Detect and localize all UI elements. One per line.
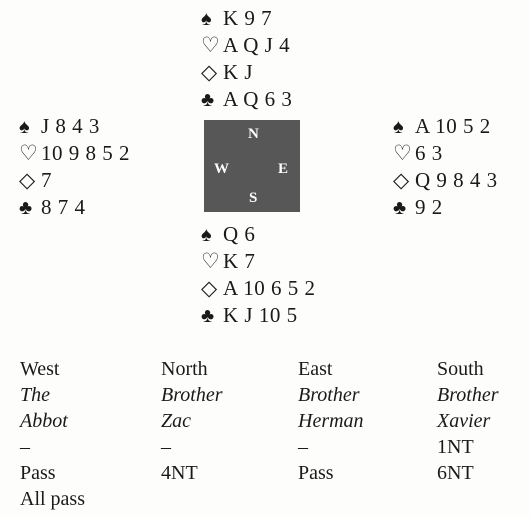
east-spades: ♠ A 10 5 2 — [393, 113, 498, 140]
east-hearts: ♡6 3 — [393, 140, 498, 167]
bid-cell — [298, 486, 437, 512]
club-icon: ♣ — [19, 197, 33, 219]
player-north-line1: Brother — [161, 384, 223, 406]
compass-east: E — [278, 161, 289, 177]
bid-cell: 4NT — [161, 462, 198, 484]
bid-cell: All pass — [20, 488, 85, 510]
bid-cell — [161, 486, 298, 512]
north-clubs-cards: A Q 6 3 — [223, 87, 293, 111]
north-hearts: ♡A Q J 4 — [201, 32, 292, 59]
west-clubs: ♣ 8 7 4 — [19, 194, 130, 221]
south-hearts: ♡K 7 — [201, 248, 316, 275]
spade-icon: ♠ — [201, 224, 213, 246]
west-clubs-cards: 8 7 4 — [41, 195, 86, 219]
heart-icon: ♡ — [201, 249, 221, 273]
north-clubs: ♣ A Q 6 3 — [201, 86, 292, 113]
bid-row: Pass 4NT Pass 6NT — [20, 460, 517, 486]
player-west-line2: Abbot — [20, 410, 68, 432]
east-clubs-cards: 9 2 — [415, 195, 443, 219]
west-hearts-cards: 10 9 8 5 2 — [41, 141, 130, 165]
east-clubs: ♣ 9 2 — [393, 194, 498, 221]
heart-icon: ♡ — [393, 141, 413, 165]
header-west: West — [20, 358, 60, 380]
north-spades-cards: K 9 7 — [223, 6, 273, 30]
heart-icon: ♡ — [201, 33, 221, 57]
club-icon: ♣ — [201, 89, 215, 111]
east-diamonds-cards: Q 9 8 4 3 — [415, 168, 498, 192]
south-hearts-cards: K 7 — [223, 249, 256, 273]
north-hearts-cards: A Q J 4 — [223, 33, 291, 57]
player-east-line2: Herman — [298, 410, 364, 432]
bid-cell: Pass — [20, 462, 56, 484]
south-clubs-cards: K J 10 5 — [223, 303, 298, 327]
bid-cell: 6NT — [437, 462, 474, 484]
compass-north: N — [248, 126, 259, 142]
bid-row: All pass — [20, 486, 517, 512]
club-icon: ♣ — [393, 197, 407, 219]
bid-cell — [437, 486, 517, 512]
north-diamonds-cards: K J — [223, 60, 254, 84]
north-spades: ♠ K 9 7 — [201, 5, 292, 32]
bid-cell: – — [20, 436, 30, 458]
bid-cell: Pass — [298, 462, 334, 484]
west-hearts: ♡10 9 8 5 2 — [19, 140, 130, 167]
auction-header-row: West North East South — [20, 356, 517, 382]
compass-west: W — [214, 161, 229, 177]
diamond-icon: ◇ — [201, 60, 218, 84]
spade-icon: ♠ — [393, 116, 405, 138]
west-diamonds-cards: 7 — [41, 168, 52, 192]
club-icon: ♣ — [201, 305, 215, 327]
east-hand: ♠ A 10 5 2 ♡6 3 ◇Q 9 8 4 3 ♣ 9 2 — [393, 113, 498, 221]
bid-cell: – — [298, 436, 308, 458]
header-east: East — [298, 358, 333, 380]
header-south: South — [437, 358, 484, 380]
compass-box: N W E S — [204, 120, 300, 212]
west-spades: ♠ J 8 4 3 — [19, 113, 130, 140]
player-east-line1: Brother — [298, 384, 360, 406]
south-hand: ♠ Q 6 ♡K 7 ◇A 10 6 5 2 ♣ K J 10 5 — [201, 221, 316, 329]
player-south-line2: Xavier — [437, 410, 491, 432]
diamond-icon: ◇ — [19, 168, 36, 192]
spade-icon: ♠ — [201, 8, 213, 30]
north-hand: ♠ K 9 7 ♡A Q J 4 ◇K J ♣ A Q 6 3 — [201, 5, 292, 113]
compass-south: S — [249, 190, 258, 206]
diamond-icon: ◇ — [393, 168, 410, 192]
south-diamonds: ◇A 10 6 5 2 — [201, 275, 316, 302]
south-spades: ♠ Q 6 — [201, 221, 316, 248]
south-diamonds-cards: A 10 6 5 2 — [223, 276, 316, 300]
spade-icon: ♠ — [19, 116, 31, 138]
player-name-row: Abbot Zac Herman Xavier — [20, 408, 517, 434]
header-north: North — [161, 358, 208, 380]
east-diamonds: ◇Q 9 8 4 3 — [393, 167, 498, 194]
player-name-row: The Brother Brother Brother — [20, 382, 517, 408]
heart-icon: ♡ — [19, 141, 39, 165]
diamond-icon: ◇ — [201, 276, 218, 300]
bid-cell: 1NT — [437, 436, 474, 458]
south-clubs: ♣ K J 10 5 — [201, 302, 316, 329]
auction-table: West North East South The Brother Brothe… — [20, 356, 517, 512]
west-diamonds: ◇7 — [19, 167, 130, 194]
east-spades-cards: A 10 5 2 — [415, 114, 491, 138]
west-spades-cards: J 8 4 3 — [41, 114, 100, 138]
bid-row: – – – 1NT — [20, 434, 517, 460]
south-spades-cards: Q 6 — [223, 222, 256, 246]
north-diamonds: ◇K J — [201, 59, 292, 86]
player-south-line1: Brother — [437, 384, 499, 406]
bid-cell: – — [161, 436, 171, 458]
west-hand: ♠ J 8 4 3 ♡10 9 8 5 2 ◇7 ♣ 8 7 4 — [19, 113, 130, 221]
east-hearts-cards: 6 3 — [415, 141, 443, 165]
player-north-line2: Zac — [161, 410, 191, 432]
player-west-line1: The — [20, 384, 50, 406]
